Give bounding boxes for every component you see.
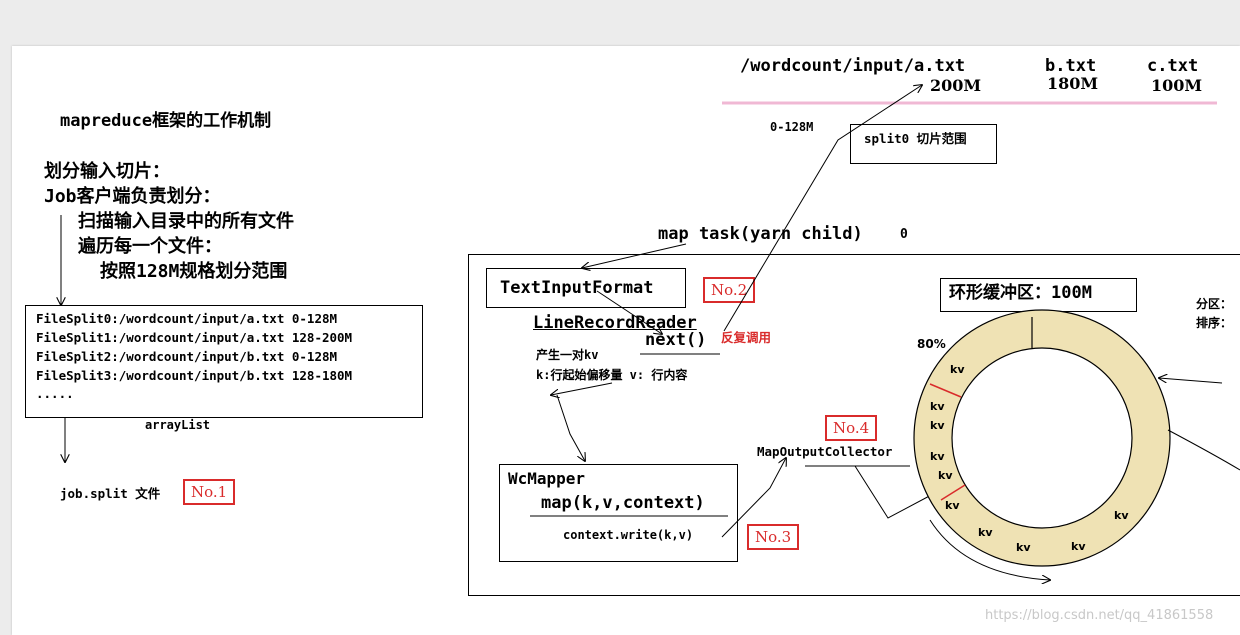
note-scan-dir: 扫描输入目录中的所有文件 xyxy=(78,211,294,232)
diagram-title: mapreduce框架的工作机制 xyxy=(60,111,272,131)
arraylist-label: arrayList xyxy=(145,418,211,432)
label-no1: No.1 xyxy=(183,479,236,505)
filesplit-2: FileSplit2:/wordcount/input/b.txt 0-128M xyxy=(36,349,338,364)
kv-slot-3: kv xyxy=(930,419,945,432)
note-split-128m: 按照128M规格划分范围 xyxy=(100,261,288,282)
file-a-size: 200M xyxy=(930,76,982,95)
map-task-zero: 0 xyxy=(900,227,908,242)
kv-slot-1: kv xyxy=(950,363,965,376)
filesplit-1: FileSplit1:/wordcount/input/a.txt 128-20… xyxy=(36,330,353,345)
label-no4: No.4 xyxy=(825,415,878,441)
text-input-format-label: TextInputFormat xyxy=(500,278,654,298)
map-signature: map(k,v,context) xyxy=(541,493,705,513)
file-a-path: /wordcount/input/a.txt xyxy=(740,56,966,76)
split0-text: split0 切片范围 xyxy=(864,131,967,146)
kv-slot-7: kv xyxy=(978,526,993,539)
wcmapper-box xyxy=(499,464,738,562)
filesplit-more: ..... xyxy=(36,386,74,401)
map-task-title: map task(yarn child) xyxy=(658,224,863,244)
file-c-name: c.txt xyxy=(1147,56,1199,76)
map-output-collector: MapOutputCollector xyxy=(757,444,893,459)
note-job-client: Job客户端负责划分： xyxy=(44,186,221,207)
kv-slot-9: kv xyxy=(1071,540,1086,553)
kv-meaning-note: k:行起始偏移量 v: 行内容 xyxy=(536,368,688,382)
job-split-file: job.split 文件 xyxy=(60,486,161,501)
range-0-128m: 0-128M xyxy=(770,120,814,134)
percent-80: 80% xyxy=(917,337,946,351)
file-b-size: 180M xyxy=(1047,74,1099,93)
partition-label: 分区： xyxy=(1196,297,1233,311)
ring-buffer-title-box xyxy=(940,278,1137,312)
file-c-size: 100M xyxy=(1151,76,1203,95)
ring-buffer-title: 环形缓冲区：100M xyxy=(949,283,1092,303)
repeat-call-note: 反复调用 xyxy=(721,330,772,345)
filesplit-3: FileSplit3:/wordcount/input/b.txt 128-18… xyxy=(36,368,353,383)
context-write: context.write(k,v) xyxy=(563,528,694,542)
note-split-input: 划分输入切片： xyxy=(44,161,170,182)
watermark: https://blog.csdn.net/qq_41861558 xyxy=(985,608,1214,623)
label-no3: No.3 xyxy=(747,524,800,550)
file-b-name: b.txt xyxy=(1045,56,1097,76)
kv-slot-8: kv xyxy=(1016,541,1031,554)
kv-slot-10: kv xyxy=(1114,509,1129,522)
kv-slot-4: kv xyxy=(930,450,945,463)
kv-slot-6: kv xyxy=(945,499,960,512)
next-call: next() xyxy=(645,330,707,350)
filesplit-list-box xyxy=(25,305,423,418)
kv-slot-5: kv xyxy=(938,469,953,482)
wcmapper-label: WcMapper xyxy=(508,469,586,488)
filesplit-0: FileSplit0:/wordcount/input/a.txt 0-128M xyxy=(36,311,338,326)
sort-label: 排序： xyxy=(1196,316,1233,330)
produce-kv-note: 产生一对kv xyxy=(536,348,599,362)
label-no2: No.2 xyxy=(703,277,756,303)
note-iterate-files: 遍历每一个文件： xyxy=(78,236,222,257)
kv-slot-2: kv xyxy=(930,400,945,413)
